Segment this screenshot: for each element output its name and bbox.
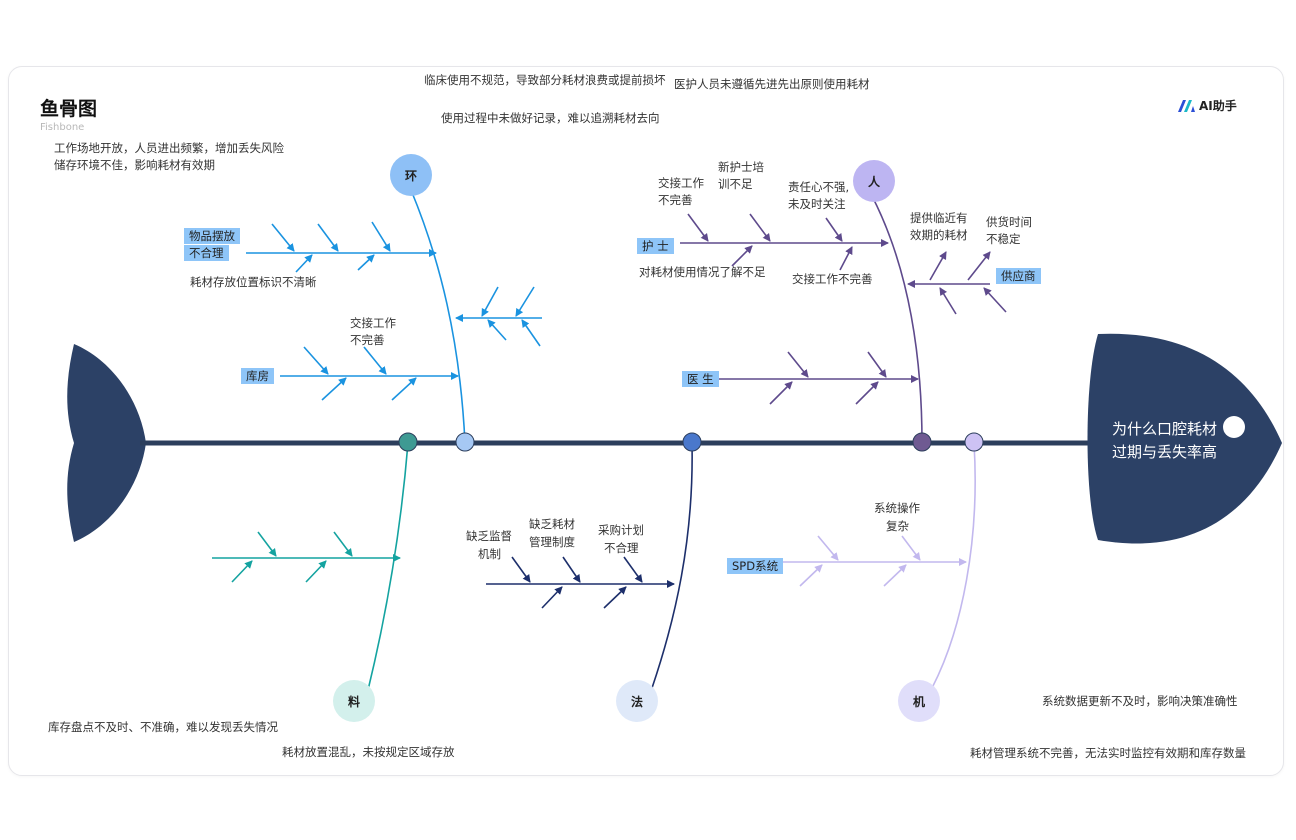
brand: AI助手 (1178, 97, 1237, 114)
text-env-sub1: 耗材存放位置标识不清晰 (190, 275, 317, 289)
text-p-b2: 训不足 (718, 177, 753, 191)
brand-label: AI助手 (1199, 99, 1237, 113)
ai-logo-icon (1178, 99, 1195, 112)
joint-material (398, 432, 418, 452)
label-wupin-2: 不合理 (184, 245, 229, 261)
label-yisheng: 医 生 (682, 371, 719, 387)
text-p-c2: 未及时关注 (788, 197, 846, 211)
text-p-d1: 提供临近有 (910, 211, 968, 225)
category-people: 人 (853, 160, 895, 202)
text-bl1: 库存盘点不及时、不准确，难以发现丢失情况 (48, 720, 278, 734)
text-m-b2: 管理制度 (529, 535, 575, 549)
text-p-g: 交接工作不完善 (792, 272, 873, 286)
label-kufang: 库房 (241, 368, 274, 384)
label-gongying: 供应商 (996, 268, 1041, 284)
joint-machine (964, 432, 984, 452)
joint-people (912, 432, 932, 452)
text-env1: 工作场地开放，人员进出频繁，增加丢失风险 (54, 141, 284, 155)
page-subtitle: Fishbone (40, 122, 85, 133)
text-p-a2: 不完善 (658, 193, 693, 207)
text-bl2: 耗材放置混乱，未按规定区域存放 (282, 745, 455, 759)
joint-method (682, 432, 702, 452)
text-p-a1: 交接工作 (658, 176, 704, 190)
category-machine: 机 (898, 680, 940, 722)
material-branch (212, 442, 409, 691)
text-mc-a2: 复杂 (886, 519, 909, 533)
text-p-d2: 效期的耗材 (910, 228, 968, 242)
fish-head (1087, 333, 1282, 544)
label-hushi: 护 士 (637, 238, 674, 254)
text-m-a1: 缺乏监督 (466, 529, 512, 543)
machine-branch (776, 442, 976, 689)
label-wupin-1: 物品摆放 (184, 228, 240, 244)
text-top3: 使用过程中未做好记录，难以追溯耗材去向 (441, 111, 660, 125)
text-env-sub2a: 交接工作 (350, 316, 396, 330)
text-br2: 耗材管理系统不完善，无法实时监控有效期和库存数量 (970, 746, 1246, 760)
text-p-e2: 不稳定 (986, 232, 1021, 246)
text-m-c1: 采购计划 (598, 523, 644, 537)
problem-statement: 为什么口腔耗材 过期与丢失率高 (1112, 420, 1218, 461)
fish-tail (67, 344, 146, 542)
category-material: 料 (333, 680, 375, 722)
text-top1: 临床使用不规范，导致部分耗材浪费或提前损坏 (424, 73, 666, 87)
label-spd: SPD系统 (727, 558, 784, 574)
joint-env (455, 432, 475, 452)
category-env: 环 (390, 154, 432, 196)
text-env2: 储存环境不佳，影响耗材有效期 (54, 158, 215, 172)
text-p-c1: 责任心不强, (788, 180, 850, 194)
category-method: 法 (616, 680, 658, 722)
text-p-b1: 新护士培 (718, 160, 764, 174)
people-branch (680, 195, 1007, 444)
text-mc-a1: 系统操作 (874, 501, 920, 515)
text-m-a2: 机制 (478, 547, 501, 561)
text-p-e1: 供货时间 (986, 215, 1032, 229)
text-p-f: 对耗材使用情况了解不足 (639, 265, 766, 279)
fish-eye (1223, 416, 1245, 438)
text-env-sub2b: 不完善 (350, 333, 385, 347)
env-branch (246, 189, 542, 444)
method-branch (486, 442, 693, 689)
text-top2: 医护人员未遵循先进先出原则使用耗材 (674, 77, 870, 91)
text-m-b1: 缺乏耗材 (529, 517, 575, 531)
text-br1: 系统数据更新不及时，影响决策准确性 (1042, 694, 1238, 708)
page-title: 鱼骨图 (40, 98, 98, 120)
diagram-card (8, 66, 1284, 776)
text-m-c2: 不合理 (604, 541, 639, 555)
